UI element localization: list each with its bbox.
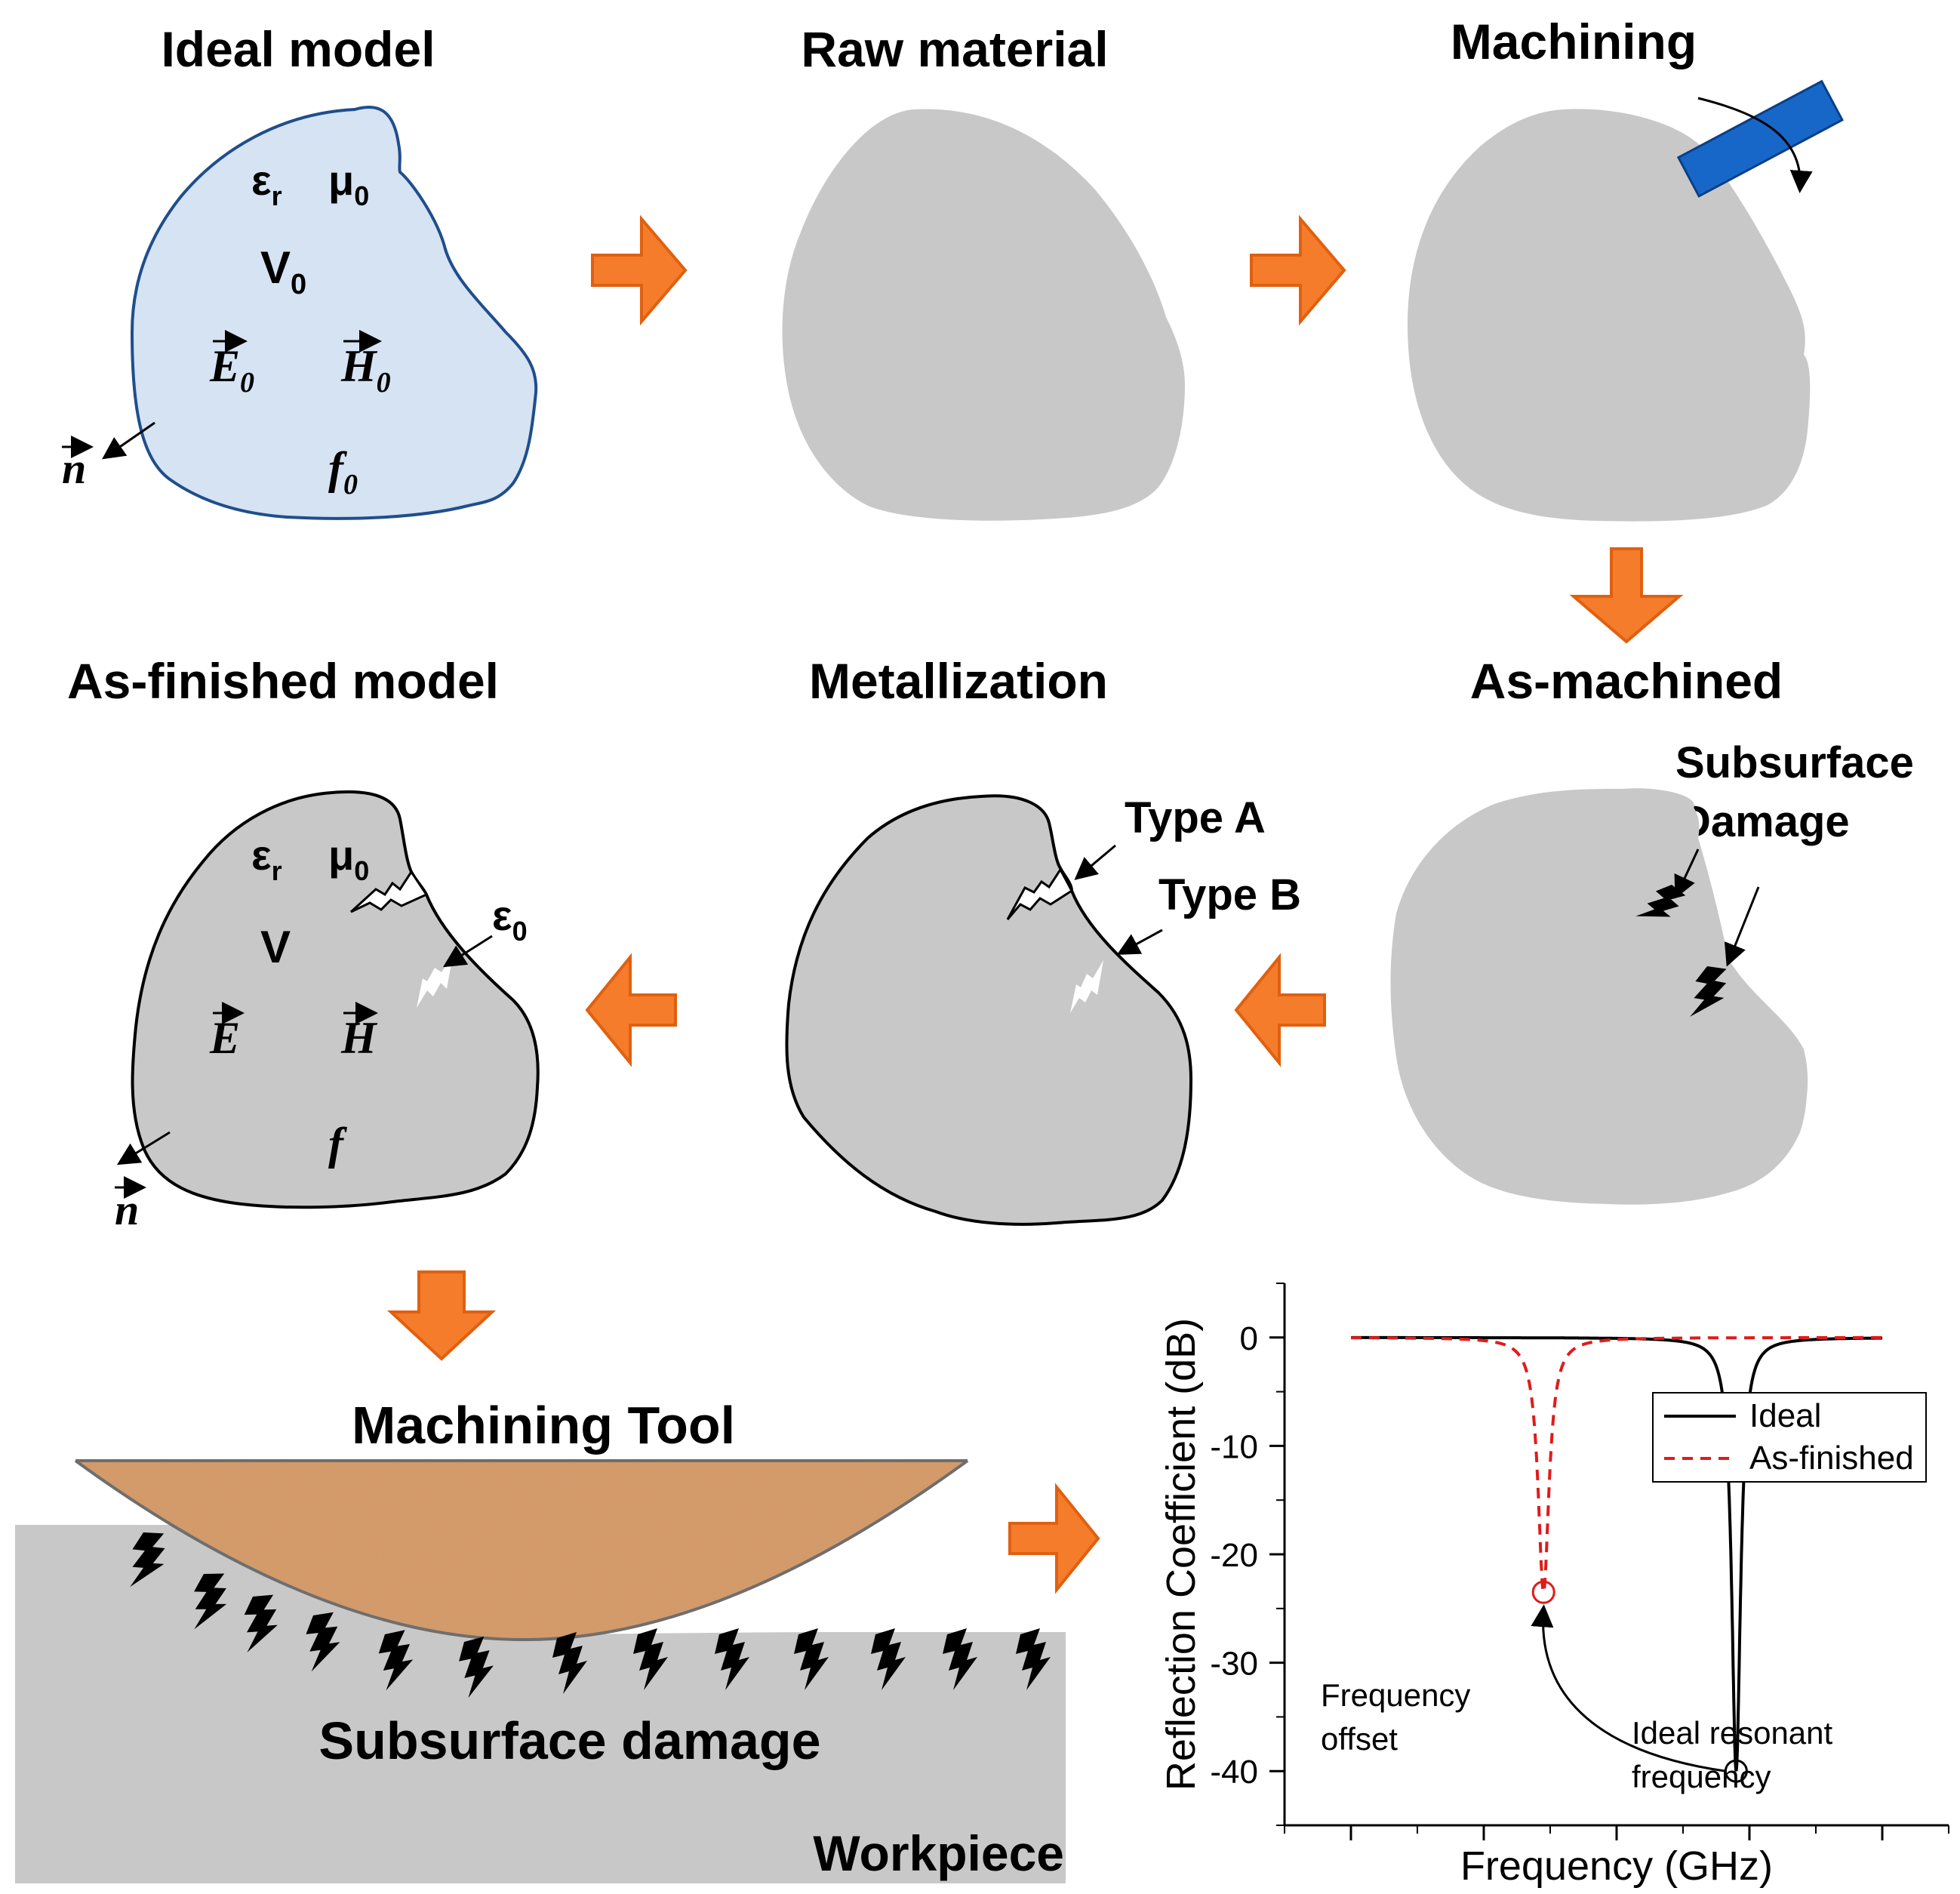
series-group [1351, 1335, 1882, 1772]
x-axis-label: Frequency (GHz) [1460, 1843, 1773, 1889]
annotation-ideal-resonant-2: frequency [1632, 1759, 1771, 1794]
as-finished-crack-b [417, 955, 453, 1008]
ideal-h-field: H0 [340, 330, 391, 399]
x-ticks [1284, 1825, 1949, 1840]
arrow-right-3 [1008, 1483, 1100, 1594]
annotations: Frequency offset Ideal resonant frequenc… [1321, 1677, 1833, 1794]
ideal-mu: μ0 [328, 156, 369, 211]
finished-e-field: E [209, 1002, 245, 1063]
legend-label-asfinished: As-finished [1749, 1440, 1914, 1477]
finished-epsilon: εr [251, 831, 282, 886]
as-machined-title: As-machined [1470, 653, 1783, 709]
arrow-left-1 [1234, 953, 1326, 1067]
annotation-frequency-offset-1: Frequency [1321, 1677, 1470, 1713]
y-tick-label: 0 [1240, 1320, 1258, 1357]
ideal-epsilon: εr [251, 156, 282, 211]
svg-text:E0: E0 [209, 341, 254, 399]
annotation-ideal-resonant-1: Ideal resonant [1632, 1715, 1833, 1751]
subsurface-damage-label-2: Damage [1679, 797, 1850, 846]
legend: Ideal As-finished [1652, 1392, 1927, 1483]
finished-mu: μ0 [328, 831, 369, 886]
as-finished-crack-a [349, 870, 429, 913]
type-a-crack [1006, 867, 1073, 920]
ideal-model-title: Ideal model [161, 21, 435, 77]
type-b-crack [1070, 960, 1103, 1013]
damage-pointer [1674, 848, 1700, 899]
asfinished-min-marker [1531, 1580, 1555, 1604]
metallization-title: Metallization [809, 653, 1108, 709]
arrow-left-2 [585, 953, 677, 1067]
svg-text:E: E [209, 1013, 240, 1063]
markers [1531, 1580, 1748, 1783]
frequency-offset-arrow [1531, 1604, 1726, 1772]
legend-label-ideal: Ideal [1749, 1397, 1821, 1434]
raw-shape [782, 109, 1185, 521]
panel-as-finished-model: As-finished model εr μ0 ε0 V E H f n [67, 653, 540, 1234]
type-b-pointer [1116, 929, 1163, 955]
annotation-frequency-offset-2: offset [1321, 1721, 1398, 1757]
ideal-normal-vector: n [62, 421, 155, 493]
ideal-shape [130, 106, 538, 520]
machining-shape [1408, 109, 1811, 522]
type-a-label: Type A [1125, 793, 1266, 842]
svg-text:n: n [62, 444, 86, 493]
y-tick-label: -10 [1210, 1428, 1258, 1465]
reflection-chart: 0 -10 -20 -30 -40 Reflection Coefficient (dB… [1158, 1283, 1949, 1889]
epsilon0-pointer [442, 935, 493, 968]
workpiece [15, 1525, 1066, 1883]
subsurface-damage-label: Subsurface damage [318, 1711, 820, 1770]
arrow-right-2 [1250, 214, 1346, 326]
ideal-volume: V0 [260, 242, 306, 300]
arrow-down-2 [386, 1270, 497, 1361]
y-tick-label: -30 [1210, 1646, 1258, 1683]
finished-h-field: H [340, 1002, 378, 1063]
y-axis-label: Reflection Coefficient (dB) [1158, 1318, 1204, 1791]
finished-volume: V [260, 922, 291, 972]
machining-title: Machining [1451, 14, 1697, 69]
raw-material-title: Raw material [801, 21, 1108, 77]
subsurface-damage-label-1: Subsurface [1675, 738, 1914, 787]
panel-raw-material: Raw material [782, 21, 1185, 521]
panel-metallization: Metallization Type A Type B [785, 653, 1301, 1226]
workpiece-label: Workpiece [813, 1825, 1064, 1881]
type-b-label: Type B [1158, 870, 1301, 919]
type-a-pointer [1074, 844, 1116, 880]
y-tick-label: -20 [1210, 1537, 1258, 1574]
panel-machining: Machining [1408, 14, 1845, 522]
y-ticks: 0 -10 -20 -30 -40 [1210, 1283, 1285, 1826]
as-finished-title: As-finished model [67, 653, 499, 709]
arrow-down-1 [1569, 547, 1684, 644]
finished-epsilon0: ε0 [492, 892, 528, 947]
svg-text:H: H [340, 1013, 378, 1063]
arrow-right-1 [591, 214, 688, 326]
damage-pointer [1724, 886, 1760, 967]
panel-ideal-model: Ideal model εr μ0 V0 E0 H0 f0 n [62, 21, 538, 520]
panel-machining-tool: Machining Tool Subsurface damage Workpie… [15, 1396, 1066, 1883]
finished-normal-vector: n [115, 1131, 171, 1234]
rotation-arrow-icon [1697, 97, 1813, 193]
machining-tool-bar [1676, 79, 1845, 198]
svg-text:n: n [115, 1185, 139, 1234]
svg-text:H0: H0 [340, 341, 391, 399]
machining-tool-title: Machining Tool [352, 1396, 735, 1455]
y-tick-label: -40 [1210, 1754, 1258, 1791]
ideal-e-field: E0 [209, 330, 254, 399]
panel-as-machined: As-machined Subsurface Damage [1390, 653, 1914, 1205]
metallization-shape [785, 794, 1193, 1226]
series-ideal-line [1351, 1335, 1882, 1772]
